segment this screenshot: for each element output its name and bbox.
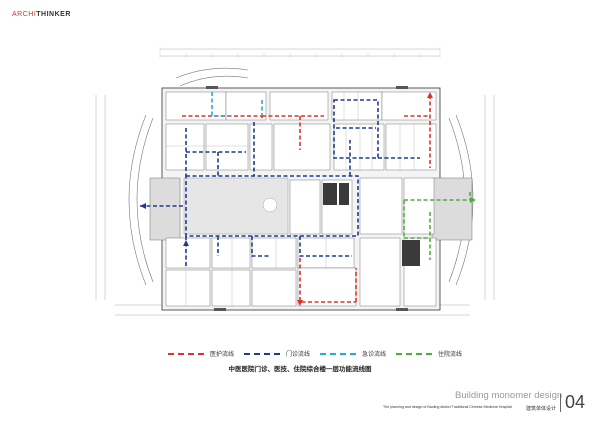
legend-item-staff: 医护流线 — [168, 349, 234, 358]
inpatient-flow — [403, 192, 471, 260]
legend-label-outpatient: 门诊流线 — [286, 351, 311, 358]
grid-ticks — [159, 47, 441, 58]
outpatient-flow-5 — [349, 140, 420, 176]
brand-logo: ARCHITHINKER — [12, 11, 71, 18]
legend: 医护流线 门诊流线 急诊流线 住院流线 — [168, 349, 468, 361]
legend-swatch-emergency — [320, 352, 356, 355]
building-wings — [149, 177, 473, 241]
legend-label-emergency: 急诊流线 — [362, 351, 387, 358]
outpatient-flow-3 — [333, 99, 379, 159]
legend-item-emergency: 急诊流线 — [320, 349, 386, 358]
footer-subtitle: The planning and design of Baoling distr… — [383, 405, 512, 409]
staff-arrows — [297, 92, 433, 306]
main-hall — [183, 177, 289, 235]
legend-label-inpatient: 住院流线 — [438, 351, 463, 358]
emergency-flow — [211, 92, 230, 117]
footer-section-label: 建筑单体设计 — [526, 406, 557, 412]
medical-staff-flow-3 — [299, 258, 357, 303]
logo-part-1: ARCHI — [12, 11, 37, 18]
flow-arrows — [140, 203, 189, 246]
legend-label-staff: 医护流线 — [210, 351, 235, 358]
flow-lines — [140, 92, 471, 303]
inpatient-arrows — [470, 197, 476, 203]
footer-heading: Building monomer design — [455, 390, 563, 401]
entrance-markers — [206, 86, 408, 311]
logo-part-2: THINKER — [36, 11, 71, 18]
outpatient-flow-2 — [185, 122, 255, 176]
outpatient-flow-4 — [185, 236, 352, 268]
legend-item-inpatient: 住院流线 — [396, 349, 462, 358]
stair-cores — [323, 183, 420, 266]
page-number: 04 — [565, 392, 586, 412]
outpatient-flow — [185, 175, 359, 237]
diagram-title: 中医医院门诊、医技、住院综合楼一层功能流线图 — [228, 365, 372, 373]
legend-item-outpatient: 门诊流线 — [244, 349, 310, 358]
room-subdivisions — [166, 92, 415, 306]
medical-staff-flow-2 — [404, 95, 431, 168]
legend-swatch-inpatient — [396, 352, 432, 355]
legend-swatch-staff — [168, 352, 204, 355]
footer-separator — [560, 394, 561, 412]
legend-swatch-outpatient — [244, 352, 280, 355]
